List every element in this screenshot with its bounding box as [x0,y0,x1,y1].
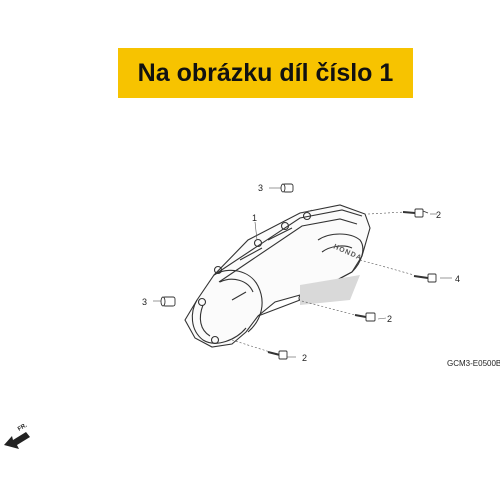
direction-label: FR. [17,423,29,433]
callout-bolt-bottom: 2 [302,353,307,363]
title-banner: Na obrázku díl číslo 1 [118,48,413,98]
front-direction-arrow-icon [4,432,30,449]
bolt-bottom [267,350,288,360]
callout-bolt-right: 4 [455,274,460,284]
callout-cover: 1 [252,213,257,223]
bolt-right [413,273,437,283]
callout-dowel-left: 3 [142,297,147,307]
bolt-top-right [402,208,429,218]
leader-lines [153,187,452,358]
bolt-middle [354,312,376,322]
diagram-code: GCM3-E0500B [447,359,500,368]
callout-dowel-top: 3 [258,183,263,193]
title-text: Na obrázku díl číslo 1 [137,58,394,87]
dowel-pin-top [280,183,294,193]
left-crankcase-cover [184,204,371,348]
dowel-pin-left [160,296,176,307]
gasket-shadow [300,275,360,305]
callout-bolt-middle: 2 [387,314,392,324]
callout-bolt-top-right: 2 [436,210,441,220]
